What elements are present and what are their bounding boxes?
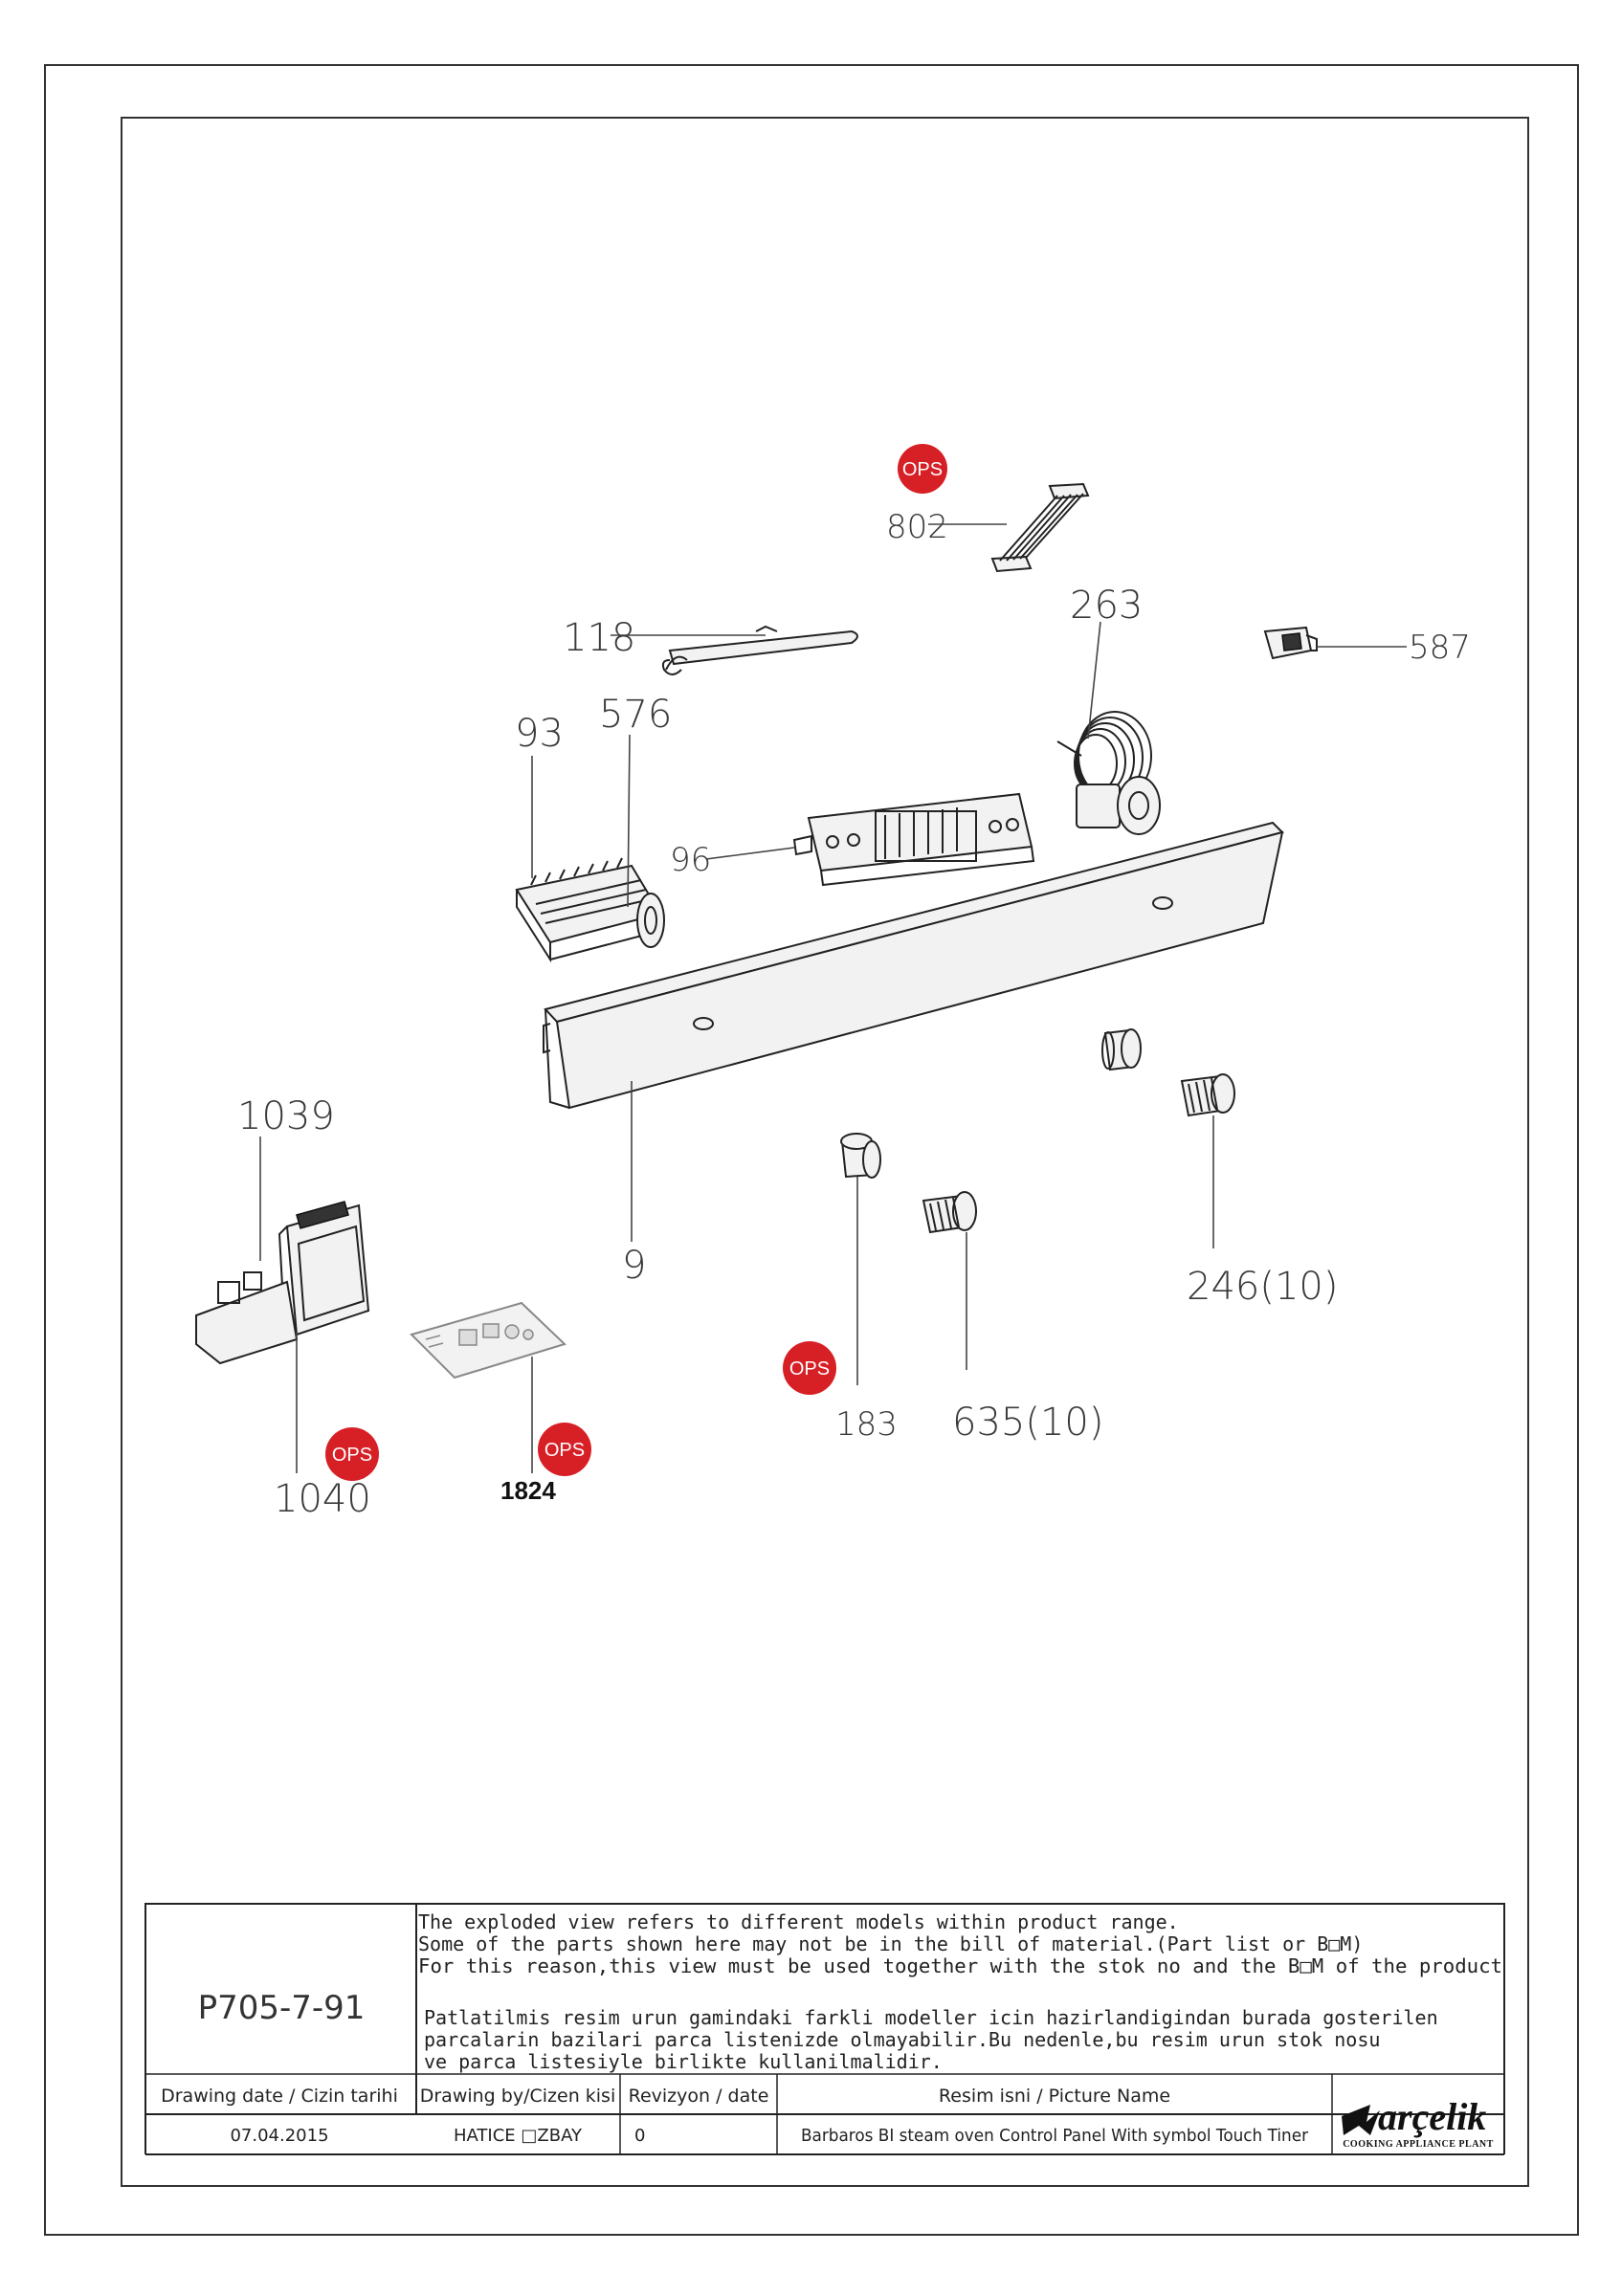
header-revision: Revizyon / date: [629, 2086, 769, 2107]
label-802: 802: [886, 508, 948, 546]
label-635: 635(10): [952, 1401, 1103, 1445]
part-9-control-panel: [543, 821, 1284, 1110]
label-96: 96: [670, 841, 711, 879]
part-635-knob: [922, 1191, 977, 1234]
leader-96: [705, 847, 795, 860]
part-1039-1040-display-module: [195, 1201, 370, 1365]
label-587: 587: [1409, 629, 1471, 667]
outer-border: [44, 64, 1579, 2236]
part-118-sensor-rod: [661, 625, 858, 675]
inner-border: [121, 117, 1529, 2187]
notice-tr-3: ve parca listesiyle birlikte kullanilmal…: [424, 2050, 943, 2073]
ops-text-183: OPS: [789, 1358, 830, 1380]
part-263-coil-motor: [1056, 711, 1161, 835]
ops-badge-1040: [325, 1427, 379, 1481]
label-9: 9: [622, 1244, 646, 1288]
label-93: 93: [515, 712, 564, 756]
label-263: 263: [1070, 584, 1143, 628]
part-96-electronic-board: [792, 792, 1035, 887]
notice-en-1: The exploded view refers to different mo…: [418, 1910, 1179, 1933]
label-576: 576: [599, 693, 672, 737]
ops-text-1040: OPS: [332, 1445, 372, 1466]
label-1824: 1824: [500, 1476, 556, 1505]
value-picture-name: Barbaros BI steam oven Control Panel Wit…: [801, 2126, 1309, 2146]
notice-tr-1: Patlatilmis resim urun gamindaki farkli …: [424, 2006, 1438, 2029]
label-1040: 1040: [274, 1477, 371, 1521]
ops-badge-1824: [538, 1423, 591, 1476]
brand-subtitle: COOKING APPLIANCE PLANT: [1343, 2139, 1494, 2150]
leader-576: [627, 734, 631, 908]
notice-en-2: Some of the parts shown here may not be …: [418, 1932, 1363, 1955]
label-246: 246(10): [1187, 1265, 1338, 1309]
brand-swoosh-icon: [1342, 2105, 1380, 2135]
header-drawing-date: Drawing date / Cizin tarihi: [161, 2086, 398, 2107]
part-802-ribbon-cable: [990, 482, 1090, 573]
drawing-code: P705-7-91: [198, 1989, 366, 2027]
label-183: 183: [835, 1405, 898, 1444]
label-118: 118: [563, 616, 635, 660]
header-picture-name: Resim isni / Picture Name: [939, 2086, 1170, 2107]
ops-badge-183: [783, 1341, 836, 1395]
ops-text-802: OPS: [902, 459, 943, 480]
value-drawing-by: HATICE □ZBAY: [454, 2126, 583, 2146]
notice-tr-2: parcalarin bazilari parca listenizde olm…: [424, 2028, 1380, 2051]
part-246-bushing-knob: [1101, 1028, 1235, 1117]
part-587-connector: [1263, 626, 1318, 660]
part-183-bushing: [840, 1133, 881, 1179]
value-revision: 0: [634, 2126, 645, 2146]
ops-badge-802: [898, 444, 947, 494]
ops-text-1824: OPS: [544, 1440, 585, 1461]
label-1039: 1039: [237, 1094, 335, 1138]
notice-en-3: For this reason,this view must be used t…: [418, 1954, 1502, 1977]
title-block: [144, 1903, 1505, 2155]
value-drawing-date: 07.04.2015: [230, 2126, 328, 2146]
leader-263: [1087, 621, 1101, 740]
part-1824-pcb: [410, 1301, 567, 1380]
brand-logo: arçelik COOKING APPLIANCE PLANT: [1342, 2095, 1494, 2150]
brand-name: arçelik: [1378, 2095, 1486, 2138]
part-93-576-terminal-block: [515, 857, 665, 963]
header-drawing-by: Drawing by/Cizen kisi: [420, 2086, 616, 2107]
